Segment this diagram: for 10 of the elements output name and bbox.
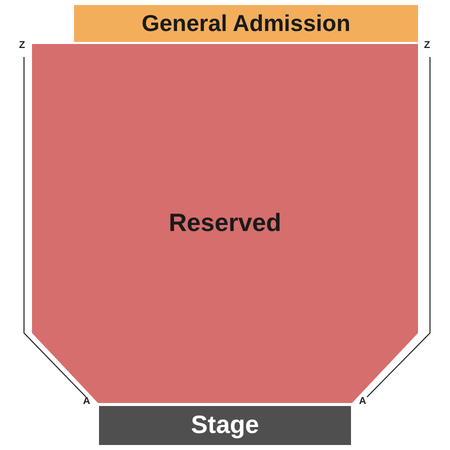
seating-section: [74, 5, 418, 42]
section-label: Stage: [190, 410, 260, 441]
section-label: Reserved: [168, 208, 282, 237]
row-label: Z: [424, 41, 430, 51]
row-label: A: [83, 397, 90, 407]
stage-block: [99, 406, 351, 445]
section-label: General Admission: [142, 9, 350, 38]
row-label: A: [359, 397, 366, 407]
row-label: Z: [19, 41, 26, 51]
seating-section: [32, 44, 418, 403]
